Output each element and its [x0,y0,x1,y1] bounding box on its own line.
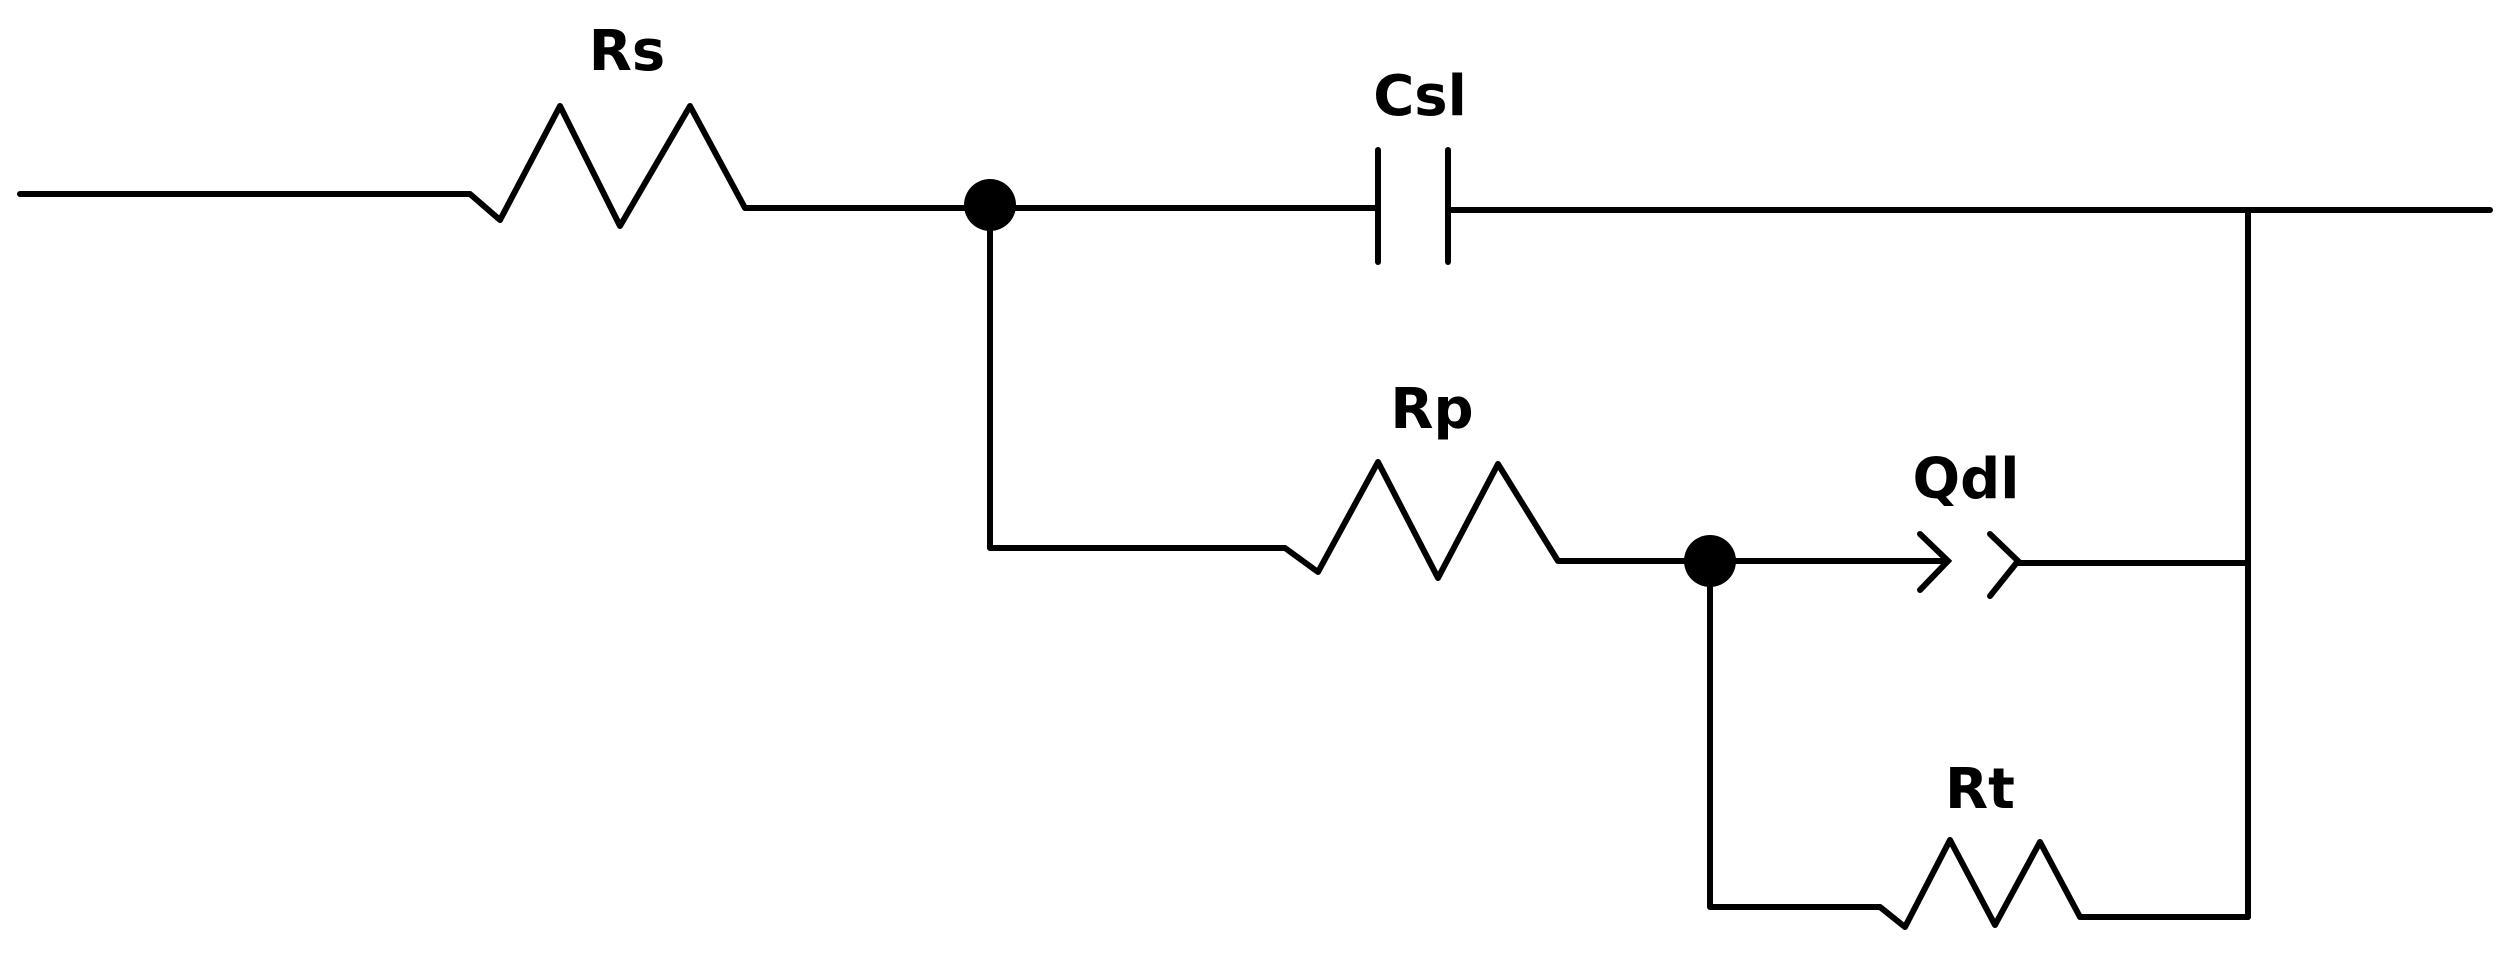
rt-branch-wire [1707,558,2251,930]
rp-branch-wire [987,205,1713,581]
csl-label: Csl [1373,64,1467,129]
rs-label: Rs [589,19,665,84]
rp-label: Rp [1390,377,1473,442]
rt-label: Rt [1945,757,2015,822]
cpe-qdl-left-symbol [1917,531,1953,593]
qdl-label: Qdl [1913,447,2020,512]
input-wire [17,103,993,229]
cpe-qdl-right-symbol [1987,531,2023,599]
